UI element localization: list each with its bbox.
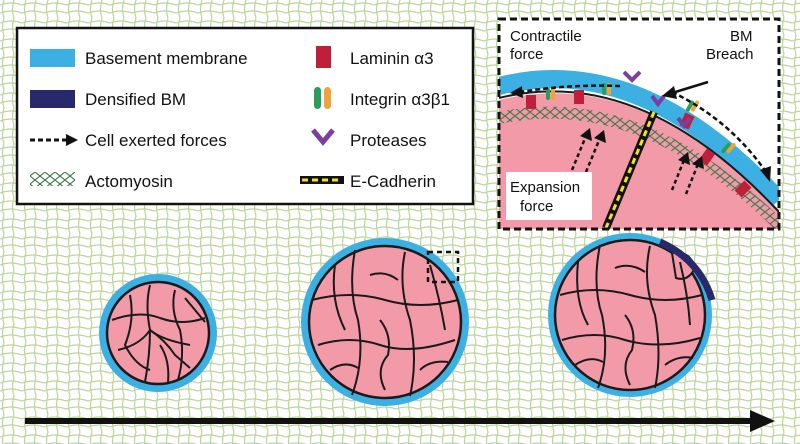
contractile-label-2: force — [510, 46, 543, 63]
contractile-label-1: Contractile — [510, 28, 582, 45]
legend-label-densified-bm: Densified BM — [85, 90, 186, 109]
breach-label-1: BM — [730, 28, 753, 45]
legend-label-integrin: Integrin α3β1 — [350, 90, 450, 109]
legend-label-cell-forces: Cell exerted forces — [85, 131, 227, 150]
basement-membrane-band — [499, 70, 779, 207]
small-spheroid — [99, 274, 217, 392]
expansion-force-arrows — [570, 135, 700, 195]
expansion-arrowheads — [580, 128, 704, 169]
cell-boundaries — [311, 249, 459, 397]
bm-breach-gap — [635, 59, 663, 85]
breach-label-2: Breach — [706, 46, 754, 63]
dashed-yellow-line-icon — [300, 176, 344, 184]
blue-bar-icon — [30, 49, 75, 67]
legend-label-proteases: Proteases — [350, 131, 427, 150]
large-spheroid-breach — [548, 233, 716, 397]
mesh-icon — [30, 172, 75, 186]
legend-label-ecadherin: E-Cadherin — [350, 172, 436, 191]
expansion-label-box — [506, 172, 592, 220]
navy-bar-icon — [30, 90, 75, 108]
red-block-icon — [316, 46, 331, 68]
breach-pointer-arrow — [662, 80, 709, 99]
integrin-icon — [314, 87, 331, 109]
medium-spheroid — [301, 238, 469, 406]
chevron-icon — [311, 128, 335, 146]
expansion-label-1: Expansion — [510, 179, 580, 196]
contractile-force-arrows — [510, 84, 771, 182]
legend-label-laminin: Laminin α3 — [350, 49, 434, 68]
zoom-region-box — [426, 250, 460, 284]
legend-label-actomyosin: Actomyosin — [85, 172, 173, 191]
expansion-label-2: force — [520, 198, 553, 215]
dashed-arrow-icon — [30, 134, 78, 146]
densified-bm-arc — [658, 238, 716, 302]
inset-zoom: Contractile force BM Breach Expansion fo… — [497, 17, 781, 231]
inset-border — [497, 17, 781, 231]
progression-arrow — [25, 410, 775, 432]
protease-markers — [622, 70, 692, 130]
cell-boundaries — [111, 284, 206, 383]
cell-boundaries — [559, 244, 703, 389]
ecadherin-junction — [602, 110, 658, 230]
legend: Basement membrane Laminin α3 Densified B… — [15, 26, 475, 206]
legend-label-basement-membrane: Basement membrane — [85, 49, 248, 68]
